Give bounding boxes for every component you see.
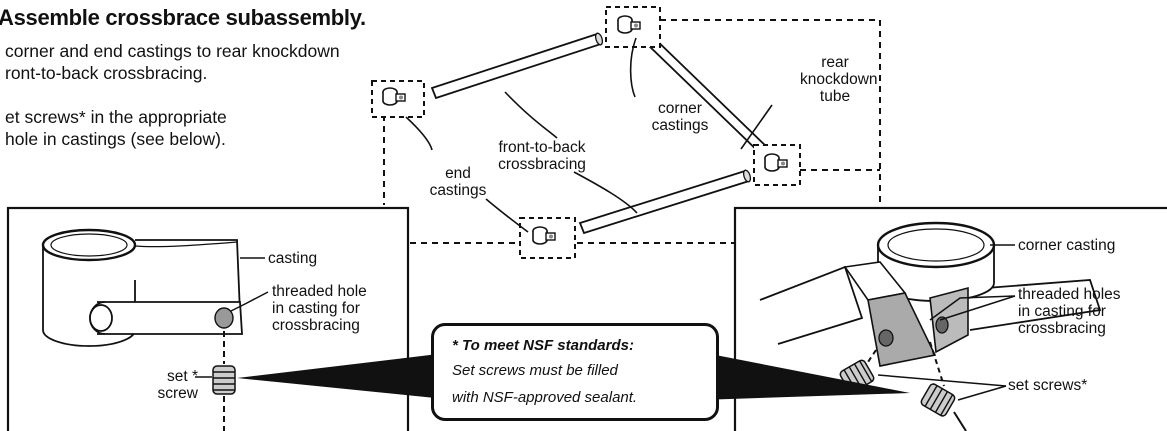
instruction-1-line-2: ront-to-back crossbracing.: [5, 63, 208, 83]
rear-knockdown-tube: [643, 34, 772, 158]
label-line: knockdown: [800, 71, 878, 88]
label-corner-casting: corner casting: [1018, 237, 1116, 254]
label-line: screw: [157, 385, 198, 402]
step-title: Assemble crossbrace subassembly.: [0, 5, 366, 30]
label-front-to-back-crossbracing: front-to-back crossbracing: [487, 139, 597, 173]
label-line: tube: [819, 88, 851, 105]
nsf-note-line-2: with NSF-approved sealant.: [452, 389, 638, 406]
instruction-1-line-1: corner and end castings to rear knockdow…: [5, 41, 340, 61]
label-set-screws: set screws*: [1008, 377, 1088, 394]
label-line: rear: [821, 54, 849, 71]
label-line: threaded holes: [1018, 286, 1121, 303]
instruction-2-line-2: hole in castings (see below).: [5, 129, 226, 149]
label-line: end: [445, 165, 471, 182]
nsf-note-box: [431, 323, 719, 421]
instruction-2: et screws* in the appropriate hole in ca…: [5, 106, 227, 150]
label-line: castings: [429, 182, 487, 199]
label-corner-castings: corner castings: [640, 100, 720, 134]
label-line: in casting for: [1018, 303, 1106, 320]
label-line: corner: [658, 100, 702, 117]
set-screw-icon: [212, 365, 236, 395]
instruction-2-line-1: et screws* in the appropriate: [5, 107, 227, 127]
note-callout-pointers: [237, 352, 910, 400]
label-threaded-hole: threaded hole in casting for crossbracin…: [272, 283, 367, 334]
label-line: in casting for: [272, 300, 360, 317]
instruction-1: corner and end castings to rear knockdow…: [5, 40, 340, 84]
label-line: threaded hole: [272, 283, 367, 300]
leader-lines: [405, 37, 773, 233]
label-threaded-holes: threaded holes in casting for crossbraci…: [1018, 286, 1121, 337]
label-line: crossbracing: [498, 156, 586, 173]
casting-highlight-boxes: [371, 6, 801, 259]
nsf-note-title: * To meet NSF standards:: [452, 337, 634, 354]
front-to-back-tube-upper: [430, 32, 604, 100]
label-line: set *: [166, 368, 198, 385]
right-detail-panel: [733, 206, 1167, 431]
label-line: crossbracing: [272, 317, 360, 334]
nsf-note-line-1: Set screws must be filled: [452, 362, 618, 379]
front-to-back-tube-lower: [578, 169, 752, 235]
label-set-screw: set * screw: [148, 368, 198, 402]
label-casting: casting: [268, 250, 318, 267]
label-line: castings: [651, 117, 709, 134]
left-detail-panel: [6, 206, 410, 431]
label-rear-knockdown-tube: rear knockdown tube: [800, 54, 878, 105]
label-end-castings: end castings: [423, 165, 493, 199]
set-screw-icon: [920, 383, 956, 417]
label-line: front-to-back: [498, 139, 586, 156]
label-line: crossbracing: [1018, 320, 1106, 337]
